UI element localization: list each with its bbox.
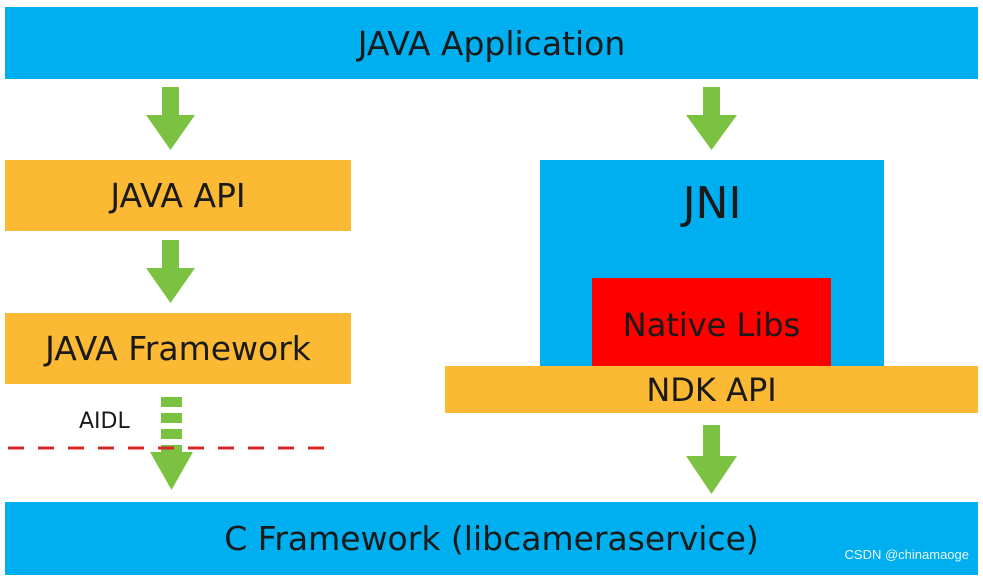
java-application-layer: JAVA Application (5, 7, 978, 79)
java-framework-layer: JAVA Framework (5, 313, 351, 384)
java-application-label: JAVA Application (357, 23, 626, 63)
java-api-layer: JAVA API (5, 160, 351, 231)
java-api-label: JAVA API (110, 176, 246, 215)
dashed-arrow-down-icon (150, 397, 193, 490)
ndk-api-layer: NDK API (445, 366, 978, 413)
jni-label: JNI (682, 178, 742, 229)
native-libs-layer: Native Libs (592, 278, 831, 366)
ndk-api-label: NDK API (646, 370, 777, 409)
arrow-down-icon (686, 87, 737, 150)
native-libs-label: Native Libs (622, 306, 801, 344)
java-framework-label: JAVA Framework (45, 329, 311, 368)
arrow-down-icon (686, 425, 737, 494)
arrow-down-icon (146, 240, 195, 303)
aidl-label: AIDL (79, 409, 130, 434)
arrow-down-icon (146, 87, 195, 150)
c-framework-layer: C Framework (libcameraservice) (5, 502, 978, 575)
c-framework-label: C Framework (libcameraservice) (224, 519, 759, 558)
watermark: CSDN @chinamaoge (844, 547, 969, 562)
